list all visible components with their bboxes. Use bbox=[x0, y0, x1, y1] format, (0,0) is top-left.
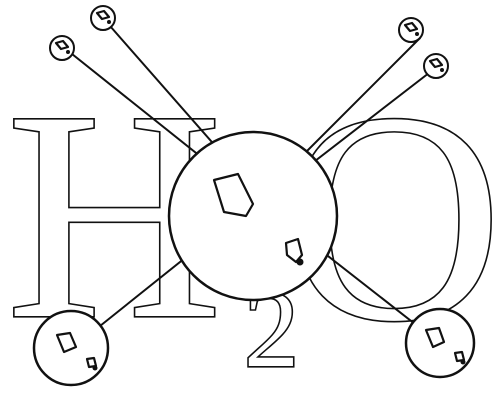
particle-top-left-lower bbox=[50, 36, 74, 60]
oxygen-atom bbox=[169, 132, 337, 300]
particle-top-right-upper bbox=[399, 18, 423, 42]
hydrogen-atom-left bbox=[34, 311, 108, 385]
particle-top-left-upper bbox=[91, 6, 115, 30]
hydrogen-atom-right bbox=[406, 309, 474, 377]
particle-top-right-lower bbox=[424, 54, 448, 78]
